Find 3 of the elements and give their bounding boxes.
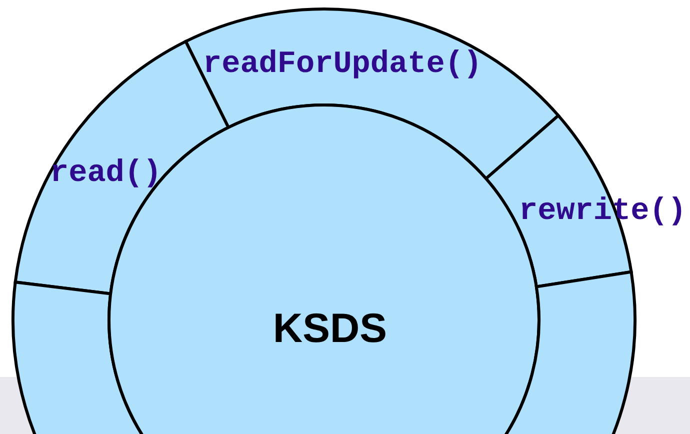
- method-label: read(): [50, 158, 162, 189]
- method-label: readForUpdate(): [202, 48, 482, 80]
- dataset-label: KSDS: [273, 308, 387, 348]
